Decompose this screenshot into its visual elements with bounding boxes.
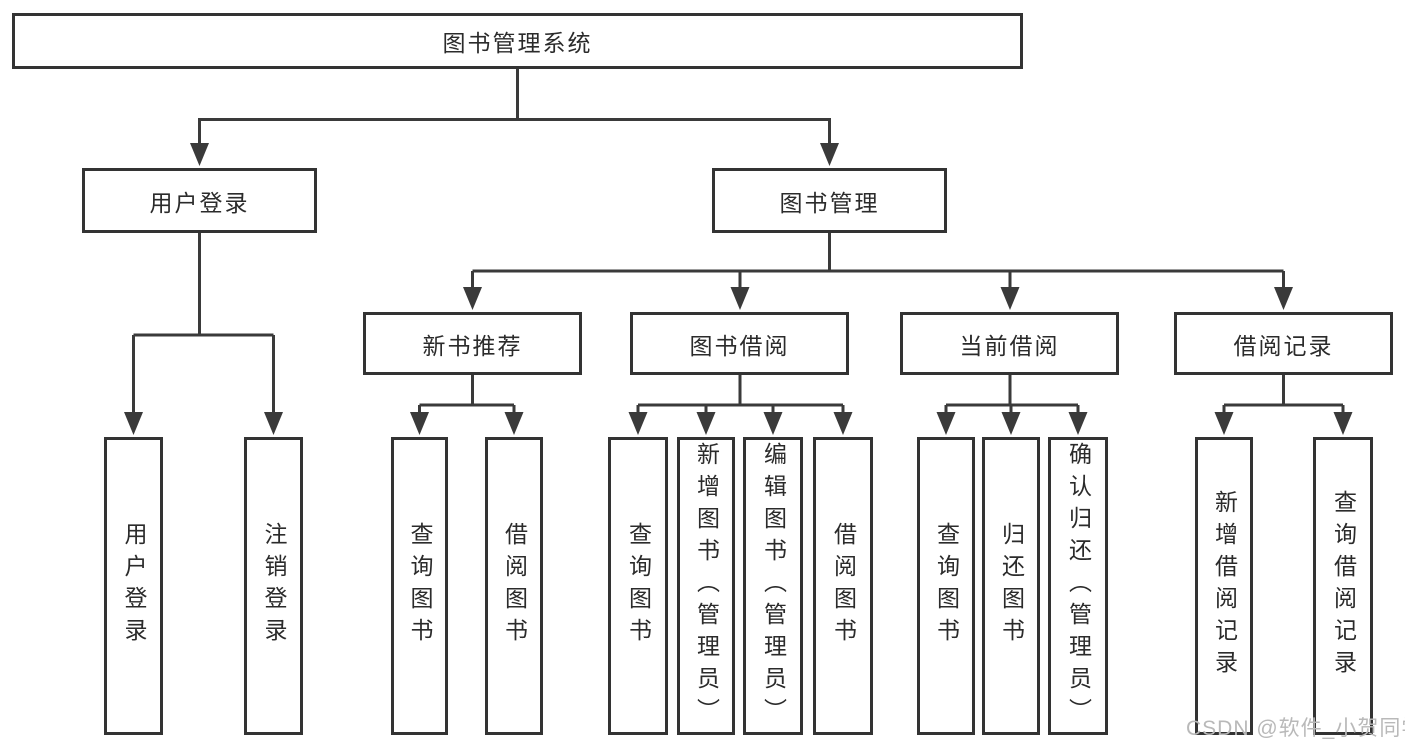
leaf-borrow-books-1: 借阅图书 [485,437,543,735]
arrowhead [1001,412,1021,435]
edge-line [1222,375,1345,413]
arrowhead [820,143,839,166]
node-label: 借阅图书 [830,522,857,650]
arrowhead [264,412,283,435]
arrowhead [1274,287,1293,310]
arrowhead [833,412,853,435]
arrowhead [1000,287,1020,310]
node-label: 新书推荐 [422,332,523,359]
node-current-borrow: 当前借阅 [900,312,1119,375]
node-label: 新增借阅记录 [1211,490,1238,682]
node-label: 注销登录 [261,522,287,650]
node-label: 图书管理 [779,189,880,216]
node-borrow-records: 借阅记录 [1174,312,1393,375]
edges-book-mgmt-to-level3 [463,233,1293,310]
node-label: 确认归还（管理员） [1065,442,1092,730]
edges-new-books-group [410,375,524,435]
node-label: 当前借阅 [959,332,1060,359]
leaf-edit-books-admin: 编辑图书（管理员） [743,437,803,735]
edges-current-borrow-group [936,375,1088,435]
edges-root-to-level2 [190,69,839,166]
leaf-return-books: 归还图书 [982,437,1040,735]
node-root-system: 图书管理系统 [12,13,1023,69]
arrowhead [936,412,956,435]
node-label: 借阅记录 [1233,332,1334,359]
arrowhead [410,412,429,435]
node-book-borrow: 图书借阅 [630,312,849,375]
arrowhead [124,412,143,435]
leaf-query-books-2: 查询图书 [608,437,668,735]
leaf-user-login: 用户登录 [104,437,163,735]
leaf-query-books-1: 查询图书 [391,437,448,735]
node-label: 查询借阅记录 [1330,490,1357,682]
node-label: 查询图书 [933,522,960,650]
edge-line [944,375,1080,413]
node-label: 图书借阅 [689,332,790,359]
edges-user-login-group [124,233,283,435]
arrowhead [763,412,783,435]
leaf-borrow-books-2: 借阅图书 [813,437,873,735]
arrowhead [1333,412,1353,435]
edges-borrow-records-group [1214,375,1353,435]
edge-line [198,69,831,144]
edge-line [132,233,275,413]
leaf-query-borrow-record: 查询借阅记录 [1313,437,1373,735]
node-book-management: 图书管理 [712,168,947,233]
node-label: 编辑图书（管理员） [760,442,787,730]
leaf-confirm-return-admin: 确认归还（管理员） [1048,437,1108,735]
edge-line [471,233,1285,288]
node-label: 用户登录 [149,189,250,216]
csdn-watermark: CSDN @软件_小贺同学 [1186,717,1405,740]
leaf-query-books-3: 查询图书 [917,437,975,735]
arrowhead [628,412,648,435]
arrowhead [504,412,524,435]
edges-book-borrow-group [628,375,853,435]
arrowhead [1068,412,1088,435]
leaf-add-books-admin: 新增图书（管理员） [677,437,735,735]
node-user-login: 用户登录 [82,168,317,233]
edge-line [418,375,516,413]
node-label: 查询图书 [407,522,433,650]
edge-line [636,375,845,413]
arrowhead [730,287,750,310]
arrowhead [696,412,716,435]
leaf-add-borrow-record: 新增借阅记录 [1195,437,1253,735]
arrowhead [1214,412,1234,435]
node-label: 借阅图书 [501,522,528,650]
node-label: 用户登录 [121,522,147,650]
arrowhead [190,143,209,166]
leaf-logout: 注销登录 [244,437,303,735]
node-label: 查询图书 [625,522,652,650]
arrowhead [463,287,482,310]
node-label: 图书管理系统 [442,30,593,56]
node-new-book-recommend: 新书推荐 [363,312,582,375]
node-label: 归还图书 [998,522,1025,650]
node-label: 新增图书（管理员） [693,442,720,730]
